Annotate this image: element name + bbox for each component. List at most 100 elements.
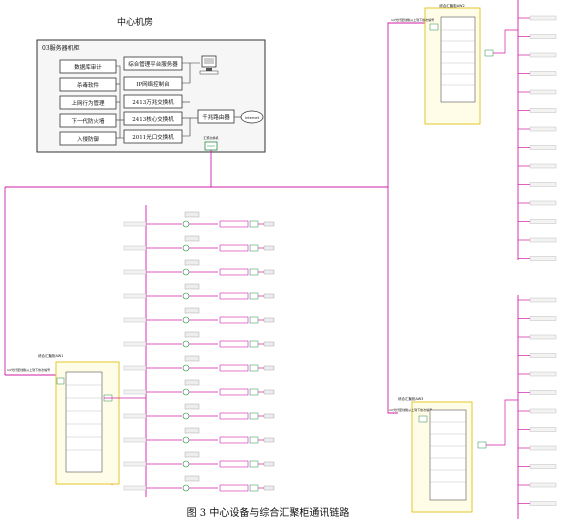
row-tag: [123, 461, 147, 467]
svg-text:1U光纤配线箱从上到下依次编号: 1U光纤配线箱从上到下依次编号: [389, 407, 432, 412]
backbone-links: [4, 0, 519, 519]
endpoint-tag: [529, 297, 557, 303]
node-circle: [182, 460, 190, 468]
router-box: [197, 109, 235, 124]
endpoint-switch: [249, 412, 259, 420]
svg-text:2011光口交换机: 2011光口交换机: [132, 133, 174, 141]
device-tag: [184, 331, 200, 338]
svg-text:综合汇聚柜AW2: 综合汇聚柜AW2: [439, 3, 464, 8]
svg-text:综合汇聚柜AW1: 综合汇聚柜AW1: [38, 353, 63, 358]
core-device-group: 综合管理平台服务器 IP网络控制台 2413万兆交换机 2413核心交换机 20…: [123, 56, 183, 144]
endpoint-tag: [529, 71, 557, 76]
row-tag: [123, 365, 147, 371]
endpoint-box: [219, 244, 249, 252]
endpoint-tag: [529, 445, 557, 451]
device-tag: [184, 307, 200, 314]
router-label: 千兆路由器: [202, 113, 230, 121]
row-tag: [123, 269, 147, 275]
core-device-box: 2413核心交换机: [123, 111, 183, 126]
endpoint-tag: [263, 389, 275, 395]
node-circle: [182, 316, 190, 324]
endpoint-switch: [249, 484, 259, 492]
node-circle: [182, 412, 190, 420]
endpoint-switch: [249, 244, 259, 252]
endpoint-box: [219, 292, 249, 300]
endpoint-tag: [263, 365, 275, 371]
endpoint-tag: [529, 89, 557, 95]
device-tag: [184, 355, 200, 362]
endpoint-switch: [249, 316, 259, 324]
svg-text:入侵防御: 入侵防御: [77, 135, 100, 143]
endpoint-box: [219, 316, 249, 324]
internal-links: [116, 62, 200, 139]
svg-text:杀毒软件: 杀毒软件: [77, 81, 100, 89]
node-circle: [182, 340, 190, 348]
endpoint-tag: [529, 353, 557, 358]
endpoint-tag: [529, 256, 557, 261]
node-circle: [182, 436, 190, 444]
endpoint-tag: [529, 427, 557, 432]
endpoint-tag: [263, 293, 275, 299]
svg-text:综合管理平台服务器: 综合管理平台服务器: [128, 60, 178, 68]
device-tag: [184, 427, 200, 434]
security-appliance-box: 数据库审计: [59, 59, 117, 74]
svg-text:数据库审计: 数据库审计: [74, 63, 102, 71]
endpoint-tag: [529, 15, 557, 21]
internet-cloud-icon: Internet: [240, 110, 264, 124]
endpoint-switch: [249, 436, 259, 444]
row-tag: [123, 437, 147, 443]
endpoint-tag: [263, 485, 275, 491]
server-rack-label: 03服务器机柜: [42, 44, 80, 52]
security-appliance-group: 数据库审计 杀毒软件 上网行为管理 下一代防火墙 入侵防御: [59, 59, 117, 146]
endpoint-switch: [249, 292, 259, 300]
server-computer-icon: [199, 55, 219, 75]
svg-text:上网行为管理: 上网行为管理: [71, 99, 105, 107]
row-tag: [123, 389, 147, 395]
endpoint-tag: [529, 34, 557, 39]
cabinet-aw3: 综合汇聚柜AW3 1U光纤配线箱从上到下依次编号: [389, 396, 487, 513]
row-tag: [123, 485, 147, 491]
core-device-box: 2011光口交换机: [123, 129, 183, 144]
endpoint-tag: [529, 163, 557, 169]
core-device-box: 综合管理平台服务器: [123, 56, 183, 71]
device-tag: [184, 451, 200, 458]
svg-text:2413万兆交换机: 2413万兆交换机: [132, 98, 174, 106]
endpoint-switch: [249, 364, 259, 372]
svg-text:2413核心交换机: 2413核心交换机: [132, 115, 174, 123]
endpoint-tag: [529, 200, 557, 206]
row-tag: [123, 341, 147, 347]
link-line: [493, 29, 518, 54]
endpoint-tag: [263, 341, 275, 347]
endpoint-box: [219, 484, 249, 492]
endpoint-tag: [529, 237, 557, 243]
endpoint-tag: [529, 316, 557, 321]
svg-text:下一代防火墙: 下一代防火墙: [71, 117, 105, 125]
endpoint-box: [219, 220, 249, 228]
svg-text:综合汇聚柜AW3: 综合汇聚柜AW3: [398, 396, 423, 401]
endpoint-tag: [263, 221, 275, 227]
row-tag: [123, 317, 147, 323]
endpoint-box: [219, 364, 249, 372]
security-appliance-box: 入侵防御: [59, 131, 117, 146]
endpoint-tag: [263, 461, 275, 467]
svg-text:1U光纤配线箱从上到下依次编号: 1U光纤配线箱从上到下依次编号: [391, 17, 434, 22]
endpoint-switch: [249, 388, 259, 396]
endpoint-switch: [249, 340, 259, 348]
security-appliance-box: 下一代防火墙: [59, 113, 117, 128]
node-circle: [182, 220, 190, 228]
endpoint-tag: [263, 317, 275, 323]
figure-caption: 图 3 中心设备与综合汇聚柜通讯链路: [187, 506, 350, 519]
device-tag: [184, 475, 200, 482]
node-circle: [182, 388, 190, 396]
row-tag: [123, 221, 147, 227]
endpoint-box: [219, 268, 249, 276]
endpoint-switch: [249, 268, 259, 276]
node-circle: [182, 244, 190, 252]
endpoint-tag: [529, 52, 557, 58]
endpoint-switch: [249, 220, 259, 228]
center-title: 中心机房: [117, 16, 153, 28]
endpoint-tag: [529, 482, 557, 488]
device-tag: [184, 283, 200, 290]
device-tag: [184, 211, 200, 218]
link-line: [486, 399, 518, 446]
